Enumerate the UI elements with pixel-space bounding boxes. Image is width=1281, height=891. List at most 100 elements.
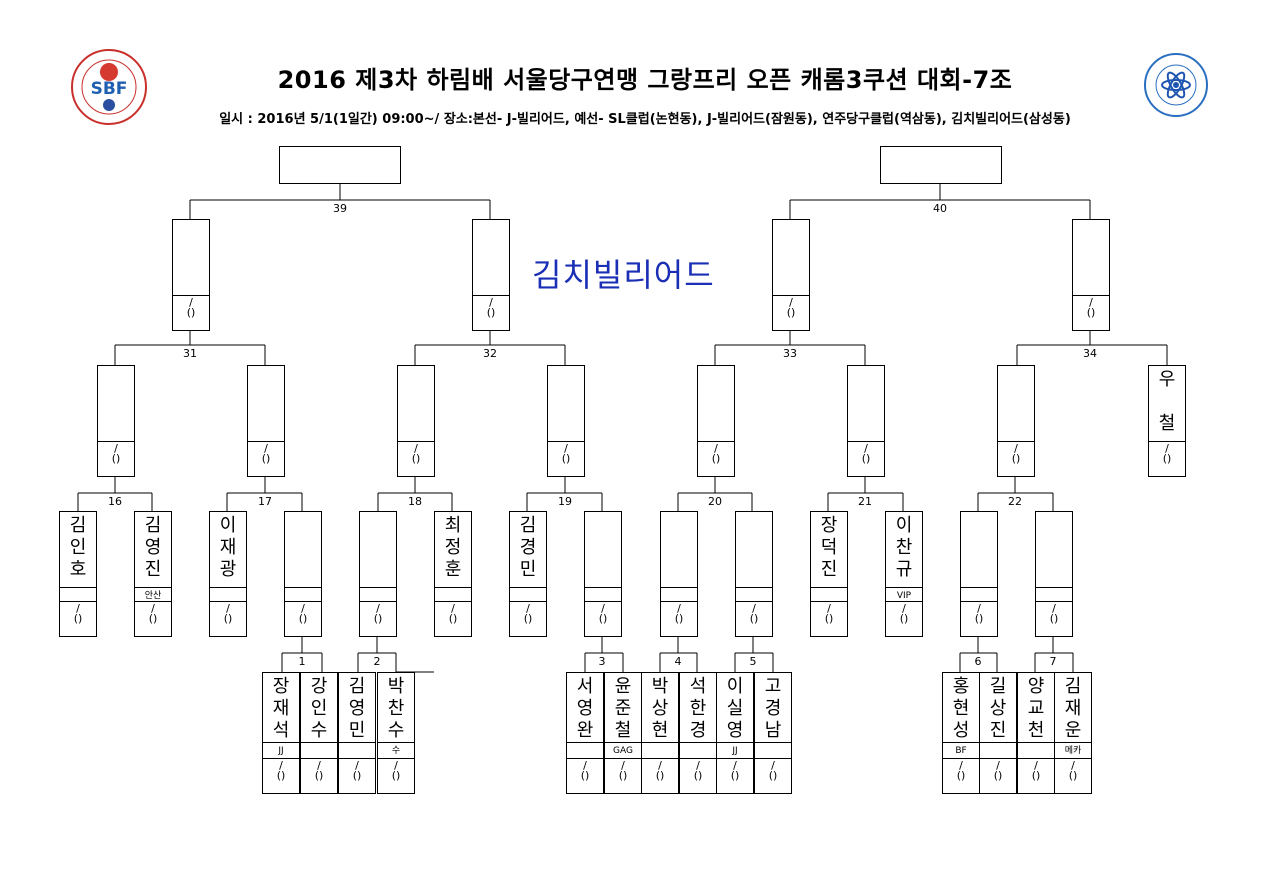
player-slot: / () xyxy=(735,511,773,637)
match-number: 3 xyxy=(598,655,606,668)
player-slot: / () xyxy=(284,511,322,637)
match-number: 1 xyxy=(298,655,306,668)
score-cell: / () xyxy=(339,758,375,793)
player-club xyxy=(661,587,697,604)
player-club xyxy=(510,587,546,604)
score-cell: / () xyxy=(886,601,922,636)
player-club: JJ xyxy=(717,742,753,761)
player-slot: / () xyxy=(172,219,210,331)
score-cell: / () xyxy=(378,758,414,793)
match-number: 5 xyxy=(749,655,757,668)
player-club xyxy=(755,742,791,761)
match-number: 33 xyxy=(783,347,797,360)
score-cell: / () xyxy=(605,758,641,793)
match-number: 6 xyxy=(974,655,982,668)
score-cell: / () xyxy=(585,601,621,636)
score-cell: / () xyxy=(961,601,997,636)
player-club xyxy=(961,587,997,604)
player-club xyxy=(210,587,246,604)
player-club: 안산 xyxy=(135,587,171,604)
player-slot: / () xyxy=(97,365,135,477)
player-club xyxy=(435,587,471,604)
match-number: 32 xyxy=(483,347,497,360)
player-club xyxy=(585,587,621,604)
player-club xyxy=(642,742,678,761)
score-cell: / () xyxy=(1149,441,1185,476)
player-club xyxy=(339,742,375,761)
score-cell: / () xyxy=(811,601,847,636)
player-slot: / () xyxy=(847,365,885,477)
score-cell: / () xyxy=(360,601,396,636)
match-number: 22 xyxy=(1008,495,1022,508)
score-cell: / () xyxy=(755,758,791,793)
score-cell: / () xyxy=(661,601,697,636)
player-slot: / () xyxy=(1072,219,1110,331)
score-cell: / () xyxy=(1036,601,1072,636)
player-club: VIP xyxy=(886,587,922,604)
player-slot: / () xyxy=(960,511,998,637)
score-cell: / () xyxy=(60,601,96,636)
score-cell: / () xyxy=(998,441,1034,476)
score-cell: / () xyxy=(510,601,546,636)
match-number: 17 xyxy=(258,495,272,508)
match-number: 2 xyxy=(373,655,381,668)
score-cell: / () xyxy=(398,441,434,476)
event-details: 일시 : 2016년 5/1(1일간) 09:00~/ 장소:본선- J-빌리어… xyxy=(219,112,1071,127)
player-slot: 우 철/ () xyxy=(1148,365,1186,477)
score-cell: / () xyxy=(301,758,337,793)
score-cell: / () xyxy=(135,601,171,636)
match-number: 21 xyxy=(858,495,872,508)
score-cell: / () xyxy=(248,441,284,476)
player-slot: / () xyxy=(772,219,810,331)
score-cell: / () xyxy=(1073,295,1109,330)
match-number: 39 xyxy=(333,202,347,215)
player-club xyxy=(360,587,396,604)
score-cell: / () xyxy=(263,758,299,793)
player-slot: / () xyxy=(1035,511,1073,637)
score-cell: / () xyxy=(435,601,471,636)
sbf-logo: SBF xyxy=(70,48,148,126)
player-club: 메카 xyxy=(1055,742,1091,761)
player-club xyxy=(1018,742,1054,761)
match-number: 31 xyxy=(183,347,197,360)
score-cell: / () xyxy=(210,601,246,636)
winner-slot xyxy=(880,146,1002,184)
score-cell: / () xyxy=(717,758,753,793)
score-cell: / () xyxy=(285,601,321,636)
winner-slot xyxy=(279,146,401,184)
page-title: 2016 제3차 하림배 서울당구연맹 그랑프리 오픈 캐롬3쿠션 대회-7조 xyxy=(277,66,1013,94)
seoul-sports-council-logo xyxy=(1143,52,1209,118)
player-club: BF xyxy=(943,742,979,761)
score-cell: / () xyxy=(567,758,603,793)
match-number: 18 xyxy=(408,495,422,508)
player-club xyxy=(1036,587,1072,604)
player-slot: / () xyxy=(584,511,622,637)
match-number: 7 xyxy=(1049,655,1057,668)
